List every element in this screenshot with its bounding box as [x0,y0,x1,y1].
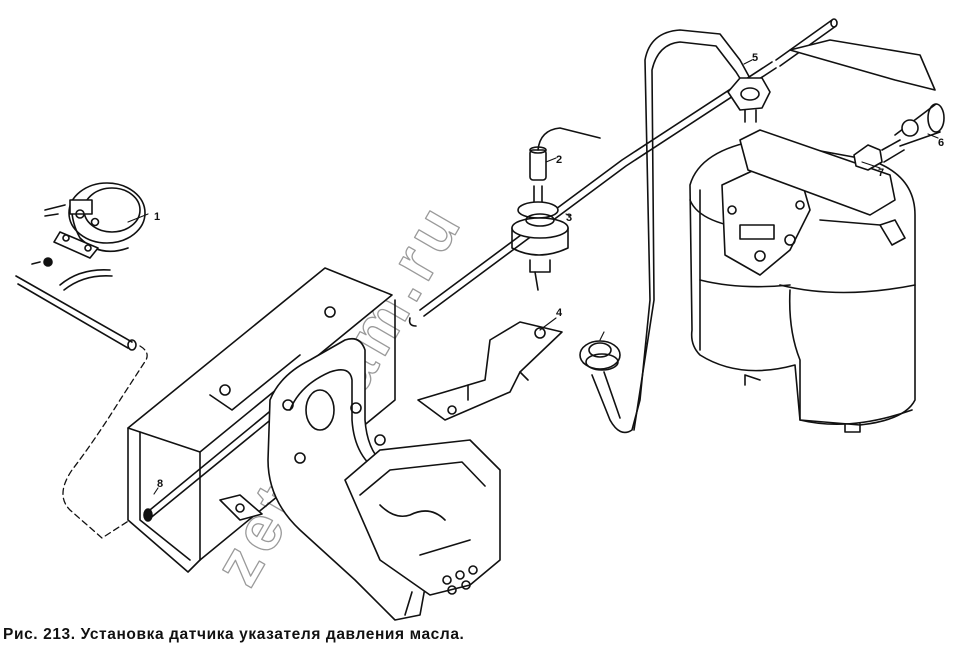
pressure-sender [511,127,601,291]
fitting-nut [727,77,771,123]
frame-bracket [219,337,501,621]
filter-plug [853,103,945,171]
callout-2: 2 [556,154,562,166]
oil-filter-housing [689,39,936,433]
pressure-gauge [31,182,146,267]
callout-3: 3 [566,212,572,224]
mounting-plate [417,321,563,421]
callout-1: 1 [154,211,160,223]
callout-6: 6 [938,137,944,149]
figure-caption: Рис. 213. Установка датчика указателя да… [3,626,465,643]
callout-4: 4 [556,307,563,319]
callout-5: 5 [752,52,758,64]
leader-lines [127,59,939,495]
frame-side-member [127,267,396,573]
gauge-tube [15,268,148,539]
callout-7: 7 [878,167,884,179]
flex-hose [579,29,753,434]
callout-8: 8 [157,478,163,490]
